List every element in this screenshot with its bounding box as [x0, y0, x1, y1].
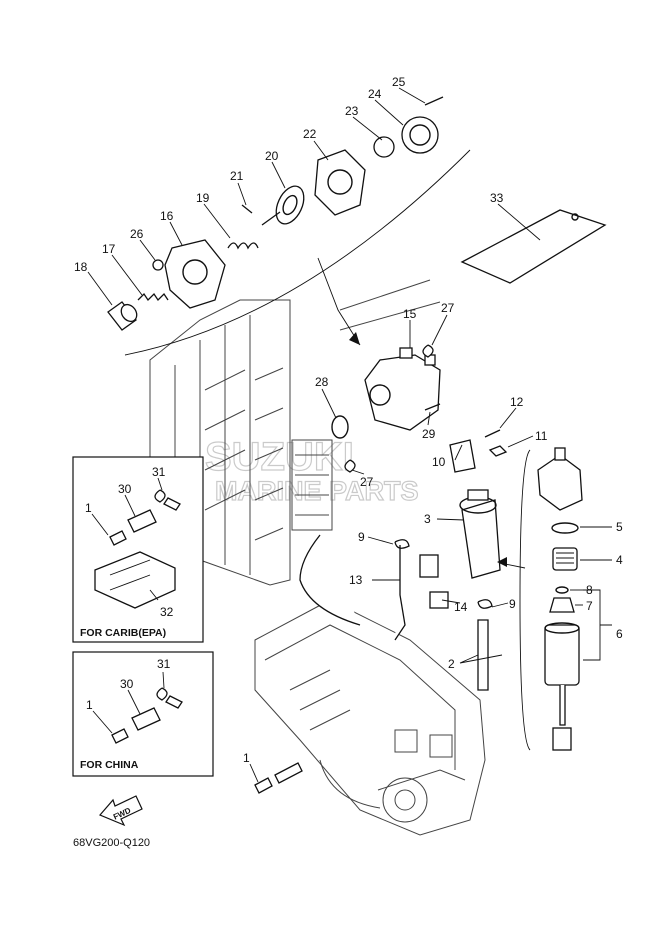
callout-9-lower: 9	[509, 597, 516, 611]
part-14-connector	[419, 554, 449, 609]
part-12-bolt	[484, 429, 501, 438]
callout-1: 1	[243, 751, 250, 765]
engine-block	[149, 279, 486, 836]
part-5-o-ring	[551, 522, 579, 534]
callout-4: 4	[616, 553, 623, 567]
part-2-hose	[477, 619, 489, 691]
callout-33: 33	[490, 191, 504, 205]
china-callout-1: 1	[86, 698, 93, 712]
callout-12: 12	[510, 395, 524, 409]
filter-housing	[537, 447, 583, 511]
callout-11: 11	[535, 429, 548, 443]
callout-13: 13	[349, 573, 363, 587]
callout-16: 16	[160, 209, 174, 223]
callout-7: 7	[586, 599, 593, 613]
part-33-label-plate	[460, 209, 607, 284]
part-23-valve-disc	[373, 136, 395, 158]
part-6-filter-cup	[544, 622, 580, 751]
inset-carib-epa: 31 30 1 32 FOR CARIB(EPA)	[72, 456, 204, 643]
callout-18: 18	[74, 260, 88, 274]
part-26-nut	[152, 259, 164, 271]
leader-lines	[87, 87, 612, 783]
part-27-clip-upper	[422, 344, 434, 358]
callout-9-upper: 9	[358, 530, 365, 544]
part-19-spring	[227, 242, 259, 250]
callout-6: 6	[616, 627, 623, 641]
callout-25: 25	[392, 75, 406, 89]
inset-china-title: FOR CHINA	[80, 759, 139, 771]
part-21-pin	[241, 204, 253, 214]
callout-10: 10	[432, 455, 446, 469]
callout-23: 23	[345, 104, 359, 118]
part-18-cylinder	[107, 301, 138, 331]
callout-26: 26	[130, 227, 144, 241]
callout-labels: 25 24 23 22 20 21 19 16 26 17 18 33 15 2…	[74, 75, 623, 765]
part-13-hose	[394, 545, 406, 641]
part-9-clamp-upper	[394, 539, 410, 549]
part-15-fuel-pump	[364, 347, 441, 431]
callout-27-lower: 27	[360, 475, 374, 489]
callout-3: 3	[424, 512, 431, 526]
callout-20: 20	[265, 149, 279, 163]
watermark: SUZUKI MARINE PARTS	[204, 434, 419, 506]
fwd-arrow: FWD	[99, 795, 143, 827]
china-callout-30: 30	[120, 677, 134, 691]
part-25-screw	[424, 96, 444, 106]
callout-8: 8	[586, 583, 593, 597]
watermark-line2: MARINE PARTS	[215, 476, 419, 506]
part-17-spring	[137, 292, 169, 302]
watermark-line1: SUZUKI	[205, 435, 354, 479]
exploded-arrow-head	[349, 332, 360, 345]
part-16-pump-cover	[164, 239, 226, 309]
callout-17: 17	[102, 242, 116, 256]
part-29-bolt	[424, 403, 441, 411]
exploded-view-boundary	[124, 149, 471, 356]
part-7-float	[549, 597, 575, 613]
exploded-view-arrow	[317, 257, 361, 346]
carib-callout-1: 1	[85, 501, 92, 515]
callout-14: 14	[454, 600, 468, 614]
inset-china: 31 30 1 FOR CHINA	[72, 651, 214, 777]
drawing-code: 68VG200-Q120	[73, 837, 150, 849]
hose-line	[299, 534, 361, 626]
callout-28: 28	[315, 375, 329, 389]
part-11-nut	[488, 445, 508, 457]
callout-27-upper: 27	[441, 301, 455, 315]
inset-carib-title: FOR CARIB(EPA)	[80, 627, 166, 639]
callout-24: 24	[368, 87, 382, 101]
part-20-diaphragm	[261, 185, 305, 226]
callout-29: 29	[422, 427, 436, 441]
part-24-gasket	[401, 116, 439, 154]
callout-5: 5	[616, 520, 623, 534]
callout-2: 2	[448, 657, 455, 671]
carib-callout-30: 30	[118, 482, 132, 496]
carib-callout-31: 31	[152, 465, 166, 479]
filter-exploded-bracket	[519, 449, 531, 751]
part-4-filter-element	[552, 547, 578, 571]
part-28-o-ring	[331, 415, 349, 439]
callout-19: 19	[196, 191, 210, 205]
part-9-clamp-lower	[477, 599, 493, 609]
part-3-fuel-filter	[459, 489, 501, 579]
china-callout-31: 31	[157, 657, 171, 671]
part-10-bracket	[449, 439, 476, 473]
part-27-clip-lower	[344, 459, 356, 473]
callout-15: 15	[403, 307, 417, 321]
part-8-ring	[555, 586, 569, 594]
filter-arrow-head	[497, 557, 507, 567]
part-22-pump-body	[314, 149, 366, 216]
callout-22: 22	[303, 127, 317, 141]
part-1-fitting	[254, 762, 303, 794]
carib-callout-32: 32	[160, 605, 174, 619]
callout-21: 21	[230, 169, 244, 183]
